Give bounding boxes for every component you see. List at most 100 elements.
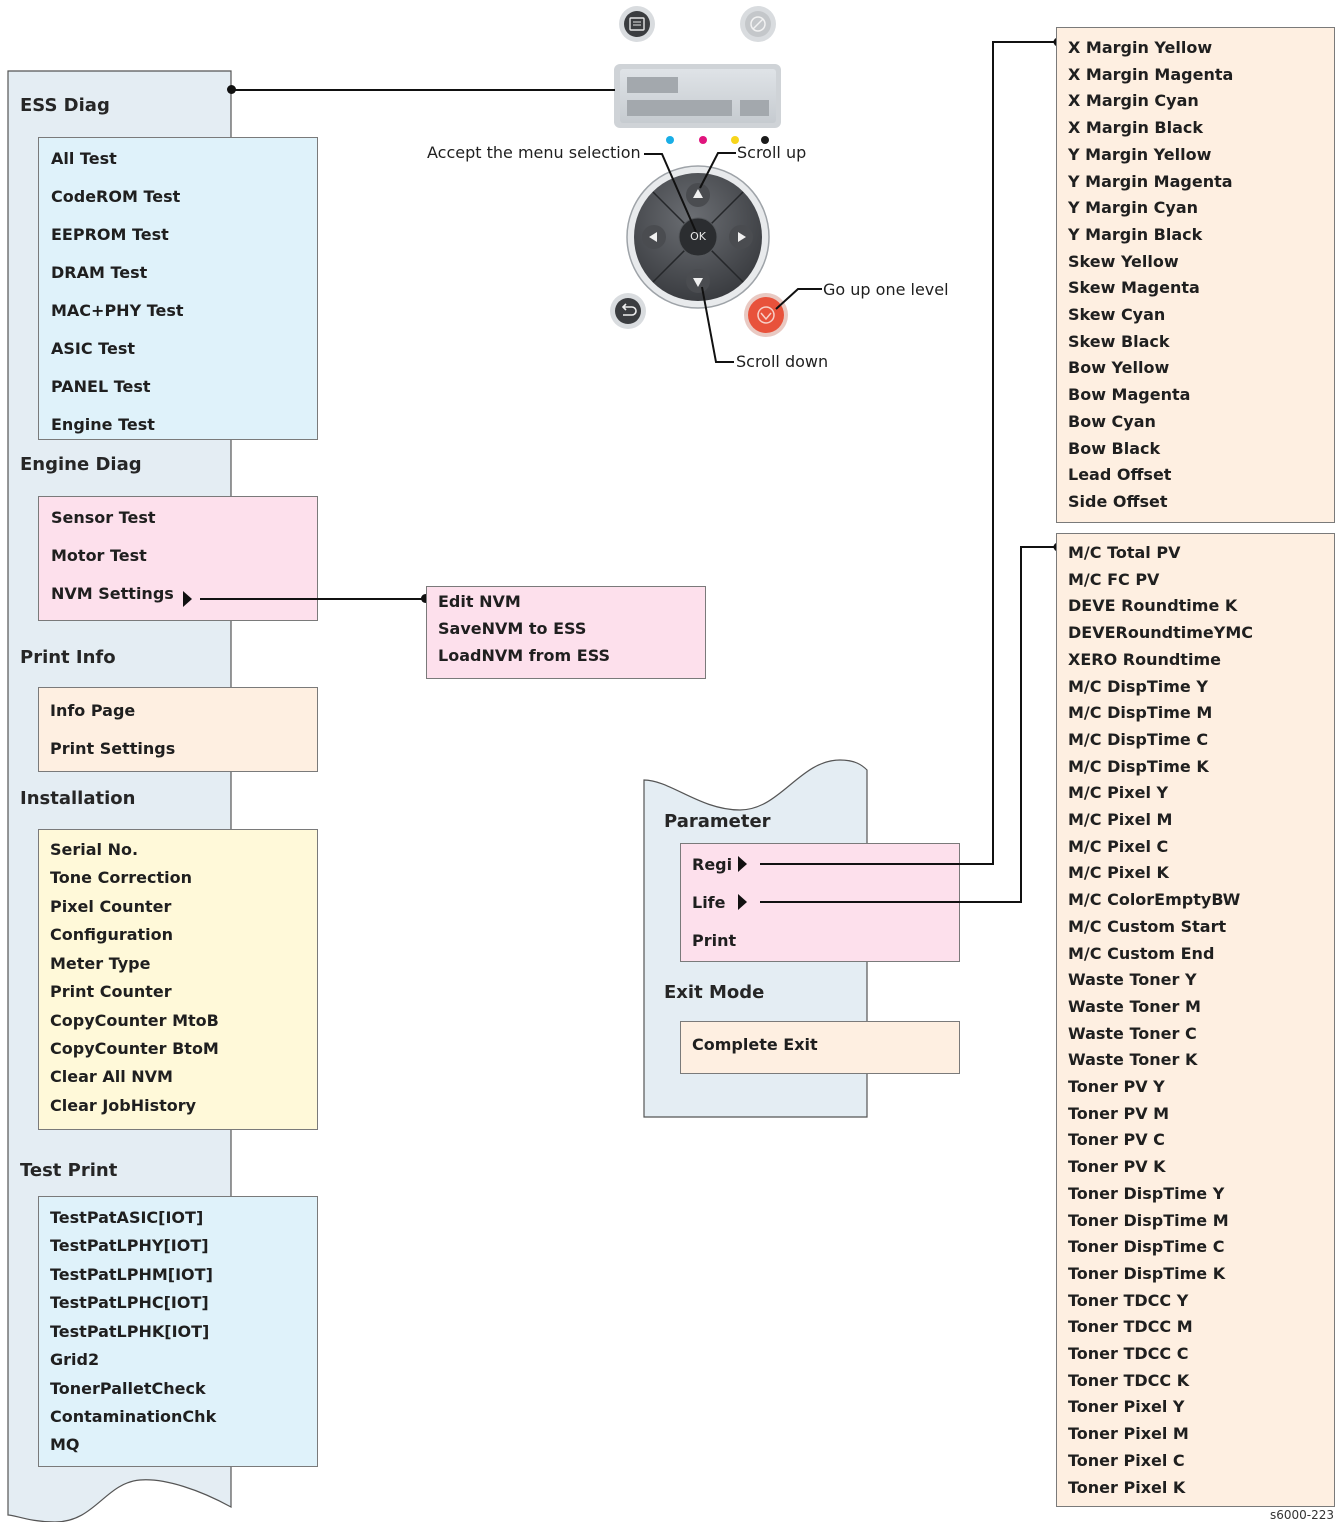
regi-list-item[interactable]: Skew Black (1068, 331, 1170, 351)
menu-item-panel-test[interactable]: PANEL Test (51, 377, 151, 396)
menu-button-icon[interactable] (619, 6, 655, 42)
life-list-item[interactable]: Toner TDCC Y (1068, 1290, 1189, 1310)
life-list-item[interactable]: Toner TDCC C (1068, 1344, 1189, 1363)
regi-list-item[interactable]: Y Margin Black (1068, 224, 1203, 244)
life-list-item[interactable]: XERO Roundtime (1068, 649, 1221, 669)
life-list-item[interactable]: Toner TDCC M (1068, 1317, 1193, 1337)
life-list-item[interactable]: M/C FC PV (1068, 569, 1160, 589)
navigation-pad[interactable] (626, 165, 770, 309)
menu-item-mac-phy-test[interactable]: MAC+PHY Test (51, 301, 184, 320)
menu-item-print[interactable]: Print (692, 931, 737, 950)
regi-list-item[interactable]: X Margin Yellow (1068, 38, 1213, 57)
menu-item-coderom-test[interactable]: CodeROM Test (51, 187, 181, 206)
life-list-item[interactable]: M/C Pixel C (1068, 836, 1169, 856)
regi-list-item[interactable]: X Margin Black (1068, 118, 1204, 138)
life-list-item[interactable]: M/C DispTime Y (1068, 676, 1208, 696)
menu-item-complete-exit[interactable]: Complete Exit (692, 1035, 818, 1054)
menu-item-life[interactable]: Life (692, 893, 726, 912)
life-list-item[interactable]: Waste Toner M (1068, 996, 1201, 1016)
menu-item-nvm-settings[interactable]: NVM Settings (51, 584, 174, 603)
menu-item-all-test[interactable]: All Test (51, 149, 117, 168)
menu-item-print-counter[interactable]: Print Counter (50, 982, 172, 1001)
callout-scroll-down-line (701, 286, 734, 363)
regi-list-item[interactable]: Skew Magenta (1068, 278, 1200, 298)
life-list-item[interactable]: Toner Pixel C (1068, 1450, 1185, 1470)
menu-item-testpatlphm[interactable]: TestPatLPHM[IOT] (50, 1265, 213, 1284)
life-list-item[interactable]: M/C Pixel M (1068, 810, 1173, 829)
menu-item-clear-jobhistory[interactable]: Clear JobHistory (50, 1096, 197, 1115)
menu-item-tone-correction[interactable]: Tone Correction (50, 868, 192, 887)
menu-item-eeprom-test[interactable]: EEPROM Test (51, 225, 169, 244)
menu-item-load-nvm[interactable]: LoadNVM from ESS (438, 646, 611, 665)
life-list-item[interactable]: Toner DispTime K (1068, 1263, 1226, 1283)
regi-list-item[interactable]: Side Offset (1068, 491, 1168, 511)
menu-item-save-nvm[interactable]: SaveNVM to ESS (438, 619, 587, 638)
menu-item-asic-test[interactable]: ASIC Test (51, 339, 135, 358)
menu-item-tonerpalletcheck[interactable]: TonerPalletCheck (50, 1379, 206, 1398)
menu-item-testpatasic[interactable]: TestPatASIC[IOT] (50, 1208, 204, 1227)
life-list-item[interactable]: Toner Pixel M (1068, 1424, 1189, 1444)
menu-item-dram-test[interactable]: DRAM Test (51, 263, 148, 282)
life-list-item[interactable]: M/C DispTime M (1068, 703, 1213, 723)
menu-item-serial-no[interactable]: Serial No. (50, 840, 139, 859)
life-list-item[interactable]: DEVERoundtimeYMC (1068, 623, 1253, 643)
life-list-item[interactable]: Toner Pixel Y (1068, 1397, 1185, 1417)
life-list-item[interactable]: Waste Toner C (1068, 1023, 1197, 1043)
back-button-icon[interactable] (610, 293, 646, 329)
power-saver-button-icon[interactable] (740, 6, 776, 42)
regi-list-item[interactable]: Y Margin Yellow (1068, 144, 1212, 164)
stop-button-icon[interactable] (744, 293, 788, 337)
menu-item-copycounter-mtob[interactable]: CopyCounter MtoB (50, 1011, 219, 1030)
life-list-item[interactable]: M/C ColorEmptyBW (1068, 890, 1241, 910)
regi-list-item[interactable]: Bow Magenta (1068, 385, 1191, 405)
life-list-item[interactable]: M/C DispTime C (1068, 729, 1209, 749)
menu-item-clear-all-nvm[interactable]: Clear All NVM (50, 1067, 173, 1086)
menu-item-motor-test[interactable]: Motor Test (51, 546, 147, 565)
menu-item-info-page[interactable]: Info Page (50, 701, 136, 720)
regi-list-item[interactable]: Bow Black (1068, 438, 1161, 458)
life-list-item[interactable]: Toner DispTime C (1068, 1237, 1225, 1257)
life-list-item[interactable]: M/C Pixel K (1068, 863, 1169, 883)
exit-mode-title: Exit Mode (664, 982, 765, 1003)
regi-list-item[interactable]: Y Margin Magenta (1068, 171, 1233, 191)
life-list-item[interactable]: Toner TDCC K (1068, 1370, 1190, 1390)
life-list-item[interactable]: M/C Pixel Y (1068, 783, 1169, 803)
regi-list-item[interactable]: Skew Cyan (1068, 305, 1166, 324)
menu-item-testpatlphk[interactable]: TestPatLPHK[IOT] (50, 1322, 210, 1341)
regi-list-item[interactable]: X Margin Cyan (1068, 91, 1199, 111)
life-list-item[interactable]: M/C Total PV (1068, 543, 1181, 562)
life-list-item[interactable]: Toner DispTime Y (1068, 1183, 1225, 1203)
menu-item-grid2[interactable]: Grid2 (50, 1350, 100, 1369)
life-list-item[interactable]: M/C DispTime K (1068, 756, 1209, 776)
life-list-item[interactable]: M/C Custom End (1068, 943, 1215, 963)
menu-item-engine-test[interactable]: Engine Test (51, 415, 155, 434)
regi-list-item[interactable]: Skew Yellow (1068, 251, 1179, 271)
menu-item-sensor-test[interactable]: Sensor Test (51, 508, 156, 527)
regi-list-item[interactable]: Bow Cyan (1068, 411, 1156, 431)
menu-item-testpatlphc[interactable]: TestPatLPHC[IOT] (50, 1293, 209, 1312)
life-list-item[interactable]: Toner PV M (1068, 1103, 1170, 1123)
life-list-item[interactable]: Toner Pixel K (1068, 1477, 1186, 1497)
life-list-item[interactable]: Toner PV Y (1068, 1077, 1165, 1096)
menu-item-mq[interactable]: MQ (50, 1435, 80, 1454)
life-list-item[interactable]: M/C Custom Start (1068, 916, 1227, 936)
menu-item-meter-type[interactable]: Meter Type (50, 954, 151, 973)
menu-item-print-settings[interactable]: Print Settings (50, 739, 176, 758)
regi-list-item[interactable]: X Margin Magenta (1068, 64, 1234, 84)
regi-list-item[interactable]: Bow Yellow (1068, 358, 1170, 378)
menu-item-regi[interactable]: Regi (692, 855, 733, 874)
menu-item-contaminationchk[interactable]: ContaminationChk (50, 1407, 217, 1426)
life-list-item[interactable]: Waste Toner Y (1068, 970, 1197, 990)
life-list-item[interactable]: Waste Toner K (1068, 1050, 1198, 1070)
menu-item-configuration[interactable]: Configuration (50, 925, 174, 944)
life-list-item[interactable]: Toner PV C (1068, 1130, 1165, 1150)
regi-list-item[interactable]: Y Margin Cyan (1068, 198, 1199, 218)
regi-list-item[interactable]: Lead Offset (1068, 465, 1172, 485)
menu-item-copycounter-btom[interactable]: CopyCounter BtoM (50, 1039, 219, 1058)
life-list-item[interactable]: DEVE Roundtime K (1068, 596, 1238, 616)
life-list-item[interactable]: Toner DispTime M (1068, 1210, 1229, 1230)
menu-item-edit-nvm[interactable]: Edit NVM (438, 592, 521, 611)
menu-item-pixel-counter[interactable]: Pixel Counter (50, 897, 172, 916)
life-list-item[interactable]: Toner PV K (1068, 1157, 1166, 1177)
menu-item-testpatlphy[interactable]: TestPatLPHY[IOT] (50, 1236, 209, 1255)
